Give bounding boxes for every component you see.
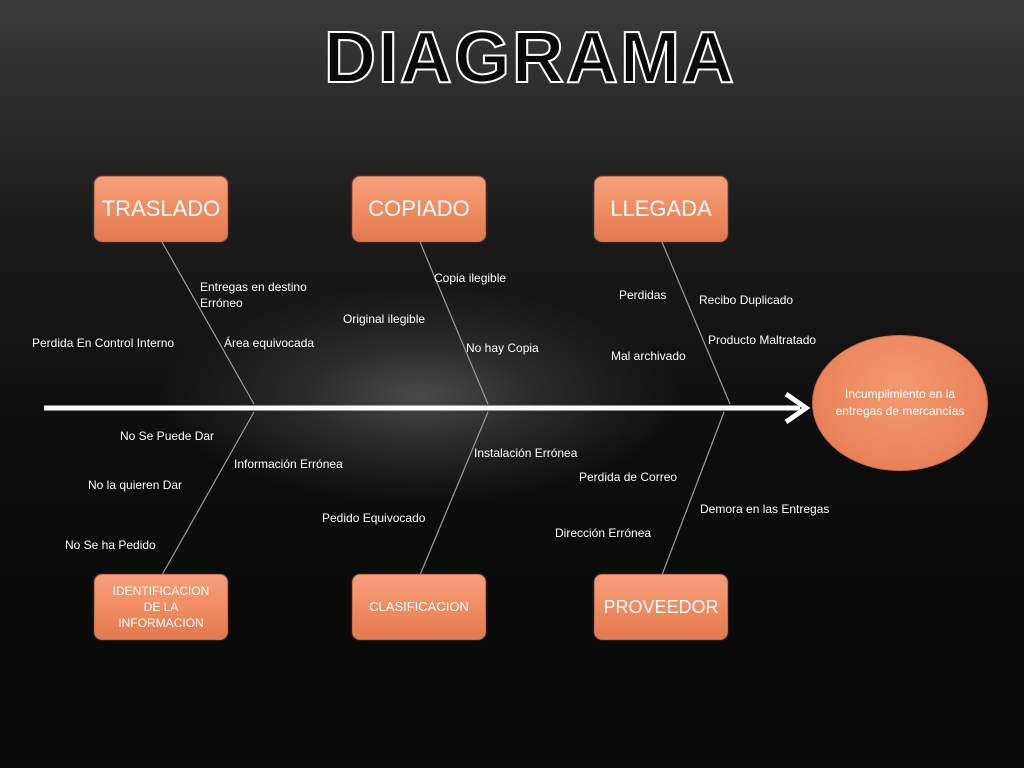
cause-label: Entregas en destino: [200, 280, 307, 294]
effect-ellipse[interactable]: Incumplimiento en la entregas de mercanc…: [812, 335, 988, 471]
category-identificacion[interactable]: IDENTIFICACION DE LA INFORMACION: [94, 574, 228, 640]
cause-label: Información Errónea: [234, 457, 343, 471]
cause-label: No hay Copia: [466, 341, 539, 355]
cause-label: Pedido Equivocado: [322, 511, 426, 525]
category-copiado[interactable]: COPIADO: [352, 176, 486, 242]
bone-llegada: [661, 241, 731, 405]
cause-label: No Se Puede Dar: [120, 429, 215, 443]
cause-label: Instalación Errónea: [474, 446, 578, 460]
cause-label: Copia ilegible: [434, 271, 507, 285]
bone-clasificacion: [419, 411, 489, 576]
category-llegada[interactable]: LLEGADA: [594, 176, 728, 242]
cause-label: Área equivocada: [224, 336, 315, 350]
cause-label: Perdidas: [619, 288, 667, 302]
spine-arrowhead: [784, 391, 811, 425]
page-title: DIAGRAMA: [323, 18, 736, 98]
cause-label: Producto Maltratado: [708, 333, 817, 347]
cause-label: Demora en las Entregas: [700, 502, 830, 516]
cause-label: Perdida de Correo: [579, 470, 678, 484]
bone-copiado: [419, 241, 489, 405]
bone-traslado: [161, 241, 255, 405]
cause-label: Perdida En Control Interno: [32, 336, 175, 350]
category-clasificacion[interactable]: CLASIFICACION: [352, 574, 486, 640]
category-proveedor[interactable]: PROVEEDOR: [594, 574, 728, 640]
cause-label: Original ilegible: [343, 312, 426, 326]
cause-label: No la quieren Dar: [88, 478, 183, 492]
cause-label: No Se ha Pedido: [65, 538, 156, 552]
bone-identificacion: [161, 411, 255, 576]
cause-label: Erróneo: [200, 296, 243, 310]
cause-label: Recibo Duplicado: [699, 293, 794, 307]
cause-label: Dirección Errónea: [555, 526, 652, 540]
cause-label: Mal archivado: [611, 349, 686, 363]
bone-proveedor: [661, 411, 725, 576]
category-traslado[interactable]: TRASLADO: [94, 176, 228, 242]
